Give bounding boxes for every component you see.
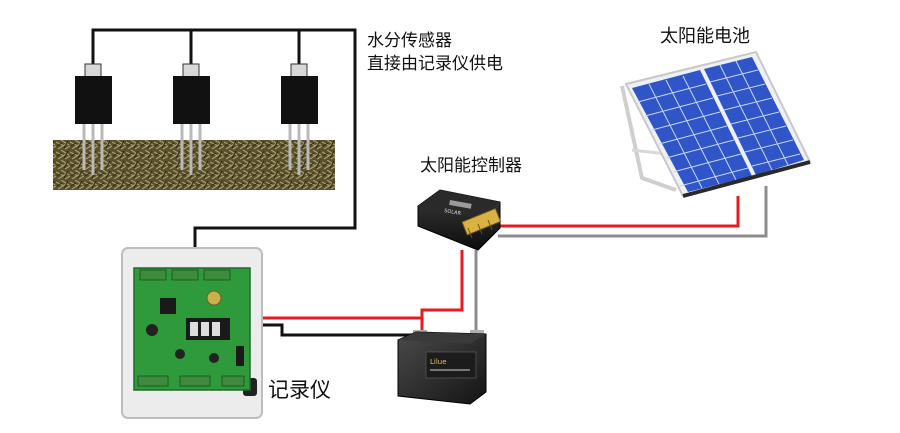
solar-panel-label: 太阳能电池	[660, 26, 750, 47]
logger-red-wire	[262, 316, 424, 335]
moisture-sensor-2	[173, 63, 210, 175]
panel-gray-wire	[498, 186, 768, 238]
battery-brand-text: Lilue	[430, 358, 447, 366]
controller-label: 太阳能控制器	[420, 156, 522, 176]
battery: Lilue	[397, 330, 487, 405]
controller-brand-text: SOLAR	[444, 208, 462, 217]
logger-black-wire	[262, 323, 478, 337]
solar-controller: SOLAR	[417, 189, 502, 251]
controller-red-wire	[420, 250, 464, 336]
sensor-bus-wire	[91, 28, 357, 250]
data-logger	[121, 247, 263, 419]
logger-label: 记录仪	[268, 378, 331, 402]
sensor-label-line1: 水分传感器	[367, 31, 452, 51]
moisture-sensor-3	[281, 63, 318, 175]
soil-block	[53, 140, 335, 190]
sensor-label: 水分传感器 直接由记录仪供电	[367, 30, 503, 76]
sensor-label-line2: 直接由记录仪供电	[367, 54, 503, 74]
solar-panel	[620, 50, 812, 198]
moisture-sensor-1	[75, 63, 112, 175]
panel-red-wire	[498, 196, 740, 228]
